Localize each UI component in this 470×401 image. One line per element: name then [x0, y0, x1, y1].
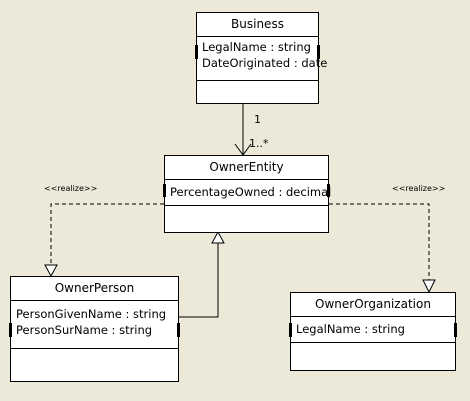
class-attributes-owner-organization: LegalName : string	[291, 317, 455, 343]
selection-handle	[163, 184, 166, 197]
selection-handle	[177, 323, 180, 337]
selection-handle	[289, 323, 292, 337]
selection-handle	[454, 323, 457, 337]
class-owner-organization[interactable]: OwnerOrganization LegalName : string	[289, 292, 457, 371]
attribute-legal-name: LegalName : string	[202, 40, 311, 54]
generalization-line[interactable]	[179, 243, 219, 318]
class-attributes-business: LegalName : string DateOriginated : date	[197, 37, 328, 81]
class-name-business: Business	[197, 13, 318, 37]
multiplicity-source: 1	[254, 113, 261, 126]
class-attributes-owner-person: PersonGivenName : string PersonSurName :…	[11, 301, 178, 349]
selection-handle	[195, 45, 198, 59]
generalization-arrowhead	[211, 230, 225, 244]
realization-right-stereotype: <<realize>>	[392, 184, 445, 193]
class-owner-person[interactable]: OwnerPerson PersonGivenName : string Per…	[9, 276, 180, 382]
selection-handle	[317, 45, 320, 59]
attribute-legal-name: LegalName : string	[296, 322, 405, 336]
attribute-percentage-owned: PercentageOwned : decimal	[170, 185, 332, 199]
realization-right-arrowhead	[422, 279, 436, 294]
realization-left-arrowhead	[44, 264, 58, 278]
realization-left-stereotype: <<realize>>	[44, 184, 97, 193]
class-owner-entity[interactable]: OwnerEntity PercentageOwned : decimal	[163, 155, 332, 233]
class-attributes-owner-entity: PercentageOwned : decimal	[165, 180, 332, 206]
multiplicity-target: 1..*	[249, 137, 269, 150]
class-name-owner-entity: OwnerEntity	[165, 156, 328, 180]
attribute-person-given-name: PersonGivenName : string	[16, 307, 167, 321]
selection-handle	[327, 184, 330, 197]
attribute-person-sur-name: PersonSurName : string	[16, 323, 153, 337]
attribute-date-originated: DateOriginated : date	[202, 56, 328, 70]
class-name-owner-organization: OwnerOrganization	[291, 293, 455, 317]
class-name-owner-person: OwnerPerson	[11, 277, 178, 301]
realization-right-line[interactable]	[329, 203, 430, 280]
realization-left-line[interactable]	[50, 203, 164, 265]
selection-handle	[9, 323, 12, 337]
class-business[interactable]: Business LegalName : string DateOriginat…	[195, 12, 328, 104]
